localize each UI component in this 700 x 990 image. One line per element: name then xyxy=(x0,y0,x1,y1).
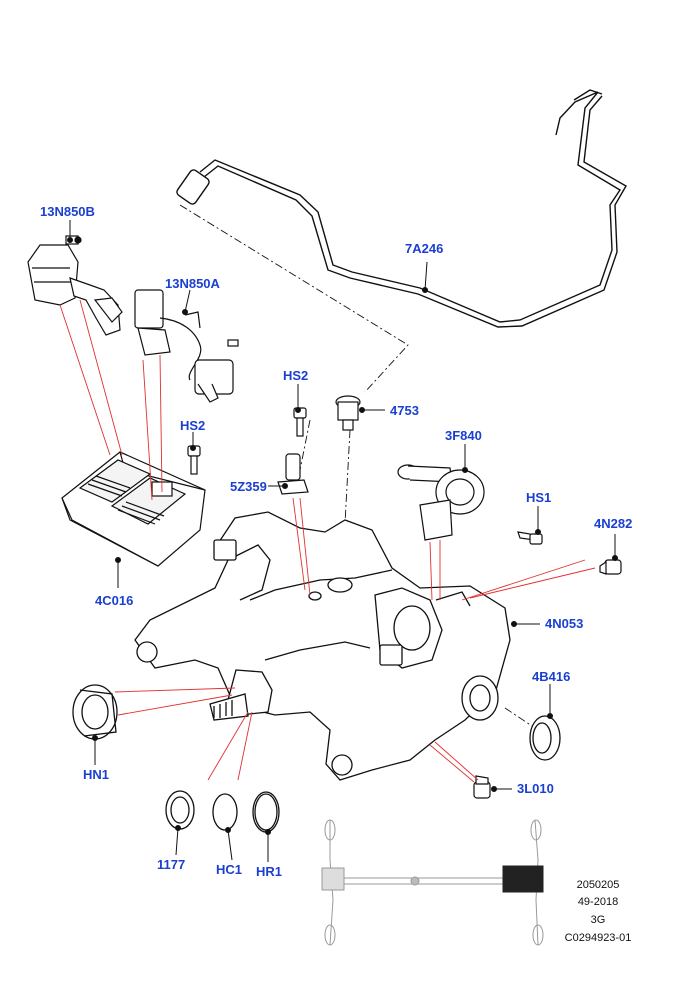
plug-3L010-drawing xyxy=(473,775,491,799)
red-leader-lines xyxy=(59,299,596,783)
control-module-4C016-drawing xyxy=(61,451,206,567)
seal-HN1-drawing xyxy=(72,684,118,740)
solenoid-5Z359-drawing xyxy=(277,453,309,495)
callout-4N282: 4N282 xyxy=(594,516,633,531)
callout-HN1: HN1 xyxy=(83,767,110,782)
callout-7A246: 7A246 xyxy=(405,241,444,256)
callout-13N850A: 13N850A xyxy=(165,276,220,291)
callout-4B416: 4B416 xyxy=(532,669,571,684)
callout-4C016: 4C016 xyxy=(95,593,134,608)
plug-4N282-drawing xyxy=(599,559,622,575)
callout-HS1: HS1 xyxy=(526,490,552,505)
pipe-7A246-drawing xyxy=(176,89,627,328)
seal-rings-drawing xyxy=(165,790,280,833)
reference-code-1: 2050205 xyxy=(576,879,620,891)
callout-HC1: HC1 xyxy=(216,862,243,877)
bolt-HS1-drawing xyxy=(517,531,543,545)
callout-13N850B: 13N850B xyxy=(40,204,95,219)
reference-code-3: 3G xyxy=(590,914,606,926)
callout-HR1: HR1 xyxy=(256,864,283,879)
callout-HS2-top: HS2 xyxy=(283,368,309,383)
transfer-case-housing-drawing xyxy=(134,511,511,781)
callout-4N053: 4N053 xyxy=(545,616,584,631)
seal-4B416-drawing xyxy=(529,715,561,761)
black-leader-lines xyxy=(67,220,618,862)
actuator-13N850B-drawing xyxy=(27,235,123,336)
callout-3F840: 3F840 xyxy=(445,428,482,443)
sensor-4753-drawing xyxy=(335,395,361,431)
callout-HS2-left: HS2 xyxy=(180,418,206,433)
driveline-thumbnail-drawing xyxy=(321,819,544,946)
callout-5Z359: 5Z359 xyxy=(230,479,267,494)
reference-code-2: 49-2018 xyxy=(577,896,619,908)
callout-4753: 4753 xyxy=(390,403,419,418)
actuator-3F840-drawing xyxy=(397,464,485,541)
callout-3L010: 3L010 xyxy=(517,781,554,796)
callout-1177: 1177 xyxy=(157,857,186,872)
reference-code-4: C0294923-01 xyxy=(564,932,632,944)
actuator-13N850A-drawing xyxy=(134,289,239,403)
